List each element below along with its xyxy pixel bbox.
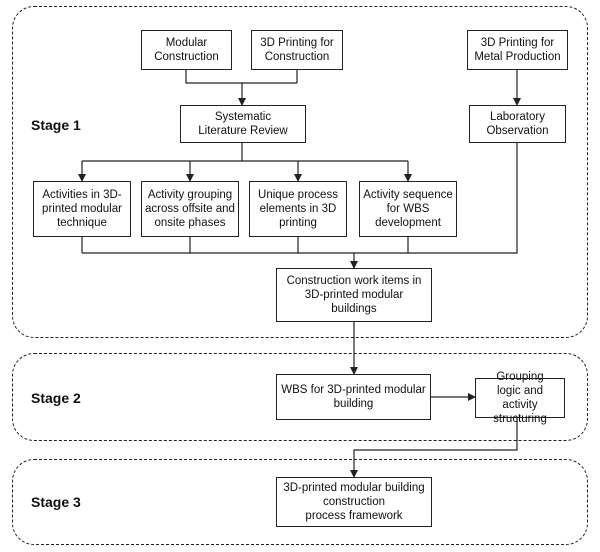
box-grouping-logic: Grouping logic and activity structuring bbox=[475, 371, 565, 425]
stage-3-container bbox=[12, 459, 588, 545]
box-unique-process-elements: Unique process elements in 3D printing bbox=[249, 181, 347, 237]
box-construction-work-items: Construction work items in 3D-printed mo… bbox=[276, 268, 432, 322]
box-laboratory-observation: Laboratory Observation bbox=[469, 105, 566, 143]
box-wbs-3d-printed: WBS for 3D-printed modular building bbox=[276, 374, 431, 420]
box-activity-grouping: Activity grouping across offsite and ons… bbox=[141, 181, 239, 237]
box-systematic-literature-review: Systematic Literature Review bbox=[180, 105, 306, 143]
arrow-grouping-logic-to-framework bbox=[350, 418, 518, 478]
box-activity-sequence: Activity sequence for WBS development bbox=[359, 181, 457, 237]
box-activities-3d-printed: Activities in 3D- printed modular techni… bbox=[33, 181, 131, 237]
arrow-inputs-to-literature-review bbox=[185, 70, 298, 105]
stage-3-label: Stage 3 bbox=[31, 494, 81, 510]
connector-merge-to-work-items bbox=[81, 143, 518, 268]
stage-1-label: Stage 1 bbox=[31, 117, 81, 133]
box-3d-printing-metal: 3D Printing for Metal Production bbox=[467, 30, 568, 70]
box-process-framework: 3D-printed modular building construction… bbox=[276, 477, 432, 527]
box-3d-printing-construction: 3D Printing for Construction bbox=[251, 30, 343, 70]
stage-2-container bbox=[12, 353, 588, 441]
stage-2-label: Stage 2 bbox=[31, 390, 81, 406]
box-modular-construction: Modular Construction bbox=[141, 30, 232, 70]
connector-literature-review-fanout bbox=[82, 143, 408, 162]
stage-1-container bbox=[12, 6, 588, 338]
